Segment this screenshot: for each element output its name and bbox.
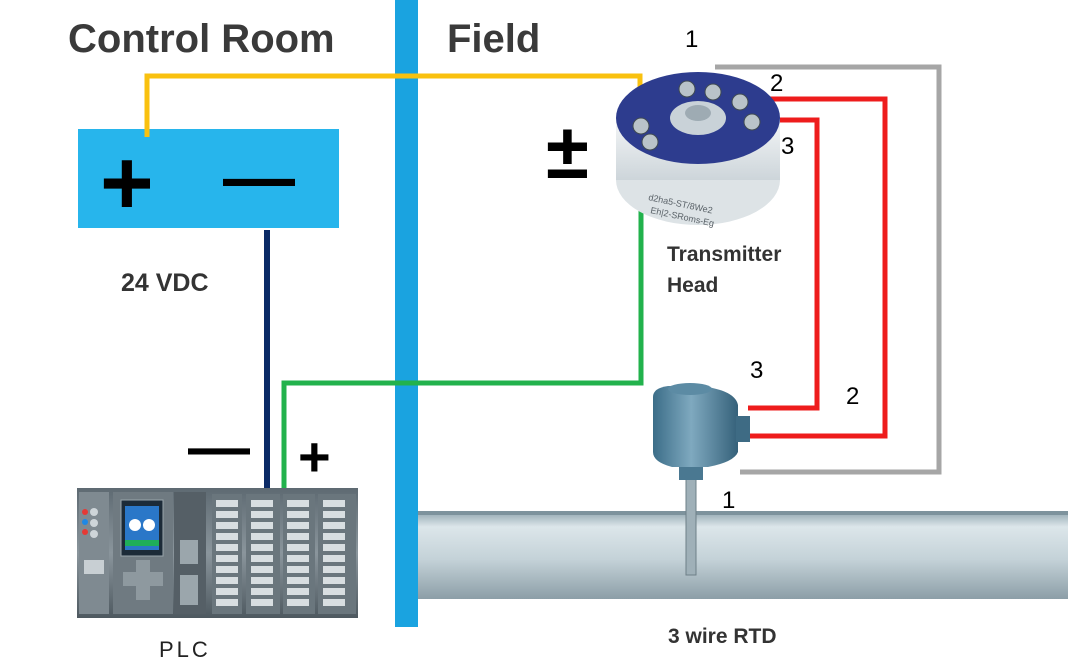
- io-slot: [323, 522, 345, 529]
- io-slot: [251, 577, 273, 584]
- plc-io-slots: [216, 500, 345, 606]
- wire-red-3: [748, 117, 820, 411]
- power-supply: + —: [78, 129, 339, 234]
- rtd-label: 3 wire RTD: [668, 625, 777, 648]
- io-slot: [216, 544, 238, 551]
- io-slot: [251, 566, 273, 573]
- io-slot: [287, 599, 309, 606]
- io-slot: [287, 588, 309, 595]
- io-slot: [251, 544, 273, 551]
- power-supply-label: 24 VDC: [121, 269, 209, 297]
- io-slot: [287, 566, 309, 573]
- wire-green: [281, 139, 651, 492]
- io-slot: [216, 511, 238, 518]
- io-slot: [287, 544, 309, 551]
- io-slot: [287, 522, 309, 529]
- io-slot: [251, 533, 273, 540]
- io-slot: [323, 533, 345, 540]
- plc-label: PLC: [159, 637, 211, 662]
- io-slot: [287, 577, 309, 584]
- transmitter-label-line2: Head: [667, 274, 718, 297]
- transmitter-polarity: ±: [546, 107, 589, 195]
- plc-minus: —: [188, 413, 250, 482]
- terminal-label-3: 3: [781, 133, 794, 160]
- io-slot: [216, 500, 238, 507]
- io-slot: [323, 577, 345, 584]
- io-slot: [216, 555, 238, 562]
- io-slot: [287, 511, 309, 518]
- io-slot: [323, 588, 345, 595]
- io-slot: [287, 500, 309, 507]
- io-slot: [216, 577, 238, 584]
- power-supply-minus: —: [223, 138, 295, 218]
- io-slot: [216, 566, 238, 573]
- rtd-terminal-label-2: 2: [846, 383, 859, 410]
- terminal-label-2: 2: [770, 70, 783, 97]
- io-slot: [251, 500, 273, 507]
- io-slot: [323, 511, 345, 518]
- io-slot: [323, 500, 345, 507]
- io-slot: [323, 599, 345, 606]
- field-heading: Field: [447, 17, 540, 61]
- io-slot: [216, 522, 238, 529]
- plc-plus: +: [298, 425, 331, 488]
- io-slot: [251, 555, 273, 562]
- wire-gray: [715, 64, 942, 475]
- terminal-screws: [632, 80, 761, 151]
- rtd-terminal-label-3: 3: [750, 357, 763, 384]
- io-slot: [323, 555, 345, 562]
- plc-unit: [77, 488, 358, 618]
- room-divider: [395, 0, 418, 627]
- io-slot: [287, 533, 309, 540]
- rtd-terminal-label-1: 1: [722, 487, 735, 514]
- io-slot: [216, 588, 238, 595]
- process-pipe: [417, 511, 1068, 599]
- io-slot: [251, 588, 273, 595]
- io-slot: [323, 566, 345, 573]
- io-slot: [251, 599, 273, 606]
- rtd-sensor: [653, 383, 750, 576]
- control-room-heading: Control Room: [68, 17, 335, 61]
- io-slot: [216, 599, 238, 606]
- io-slot: [251, 522, 273, 529]
- io-slot: [216, 533, 238, 540]
- io-slot: [287, 555, 309, 562]
- terminal-label-1: 1: [685, 26, 698, 53]
- transmitter-head: d2ha5-ST/8We2 Eh|2-SRoms-Eg: [616, 72, 780, 228]
- transmitter-label-line1: Transmitter: [667, 243, 781, 266]
- io-slot: [251, 511, 273, 518]
- power-supply-plus: +: [100, 132, 154, 234]
- wire-red-2: [748, 96, 888, 439]
- io-slot: [323, 544, 345, 551]
